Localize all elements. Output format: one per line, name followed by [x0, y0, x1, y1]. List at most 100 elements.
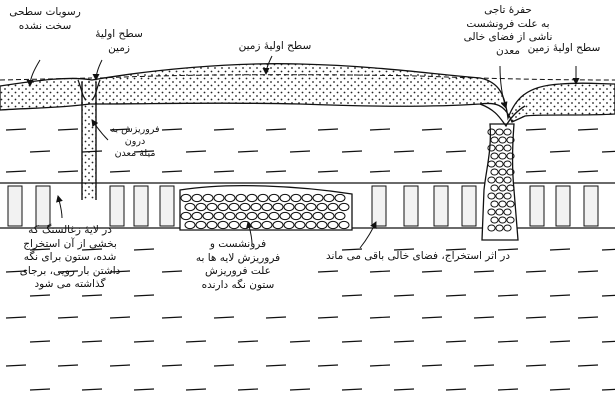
rubble-piece [506, 136, 515, 144]
rubble-piece [257, 211, 269, 221]
rock-dash [265, 128, 287, 131]
rock-dash [213, 170, 235, 173]
rock-dash [601, 294, 615, 297]
coal-pillar [433, 185, 449, 227]
rock-dash [289, 388, 311, 391]
rubble-piece [250, 202, 262, 212]
rock-dash [5, 316, 27, 319]
rock-dash [133, 150, 155, 153]
rock-dash [601, 388, 615, 391]
rubble-piece [490, 200, 499, 208]
rock-dash [161, 316, 183, 319]
rubble-piece [323, 211, 335, 221]
rock-dash [109, 364, 131, 367]
rock-dash [421, 270, 443, 273]
rubble-piece [195, 202, 207, 212]
rock-dash [393, 388, 415, 391]
shaft-icon [77, 79, 101, 200]
rock-dash [265, 364, 287, 367]
rubble-piece [490, 216, 499, 224]
coal-pillar [109, 185, 125, 227]
rock-dash [421, 128, 443, 131]
label-shaft-collapse: فروریزش به درون میلهٔ معدن [110, 124, 160, 159]
coal-pillar [403, 185, 419, 227]
rock-dash [237, 340, 259, 343]
rubble-piece [498, 200, 507, 208]
rock-dash [81, 294, 103, 297]
rubble-piece [257, 193, 269, 203]
label-coal-seam-pillars: در لایهٔ زغالسنگ که بخشی از آن استخراج ش… [19, 224, 121, 290]
rock-dash [577, 364, 599, 367]
rubble-piece [268, 193, 280, 203]
rock-dash [369, 270, 391, 273]
rubble-piece [487, 144, 496, 152]
rock-dash [601, 248, 615, 251]
rock-dash [317, 270, 339, 273]
rock-dash [421, 316, 443, 319]
rubble-piece [506, 184, 515, 192]
rubble-piece [495, 224, 504, 232]
original-ground-surface-line [0, 74, 615, 81]
rock-dash [5, 270, 27, 273]
rock-dash [549, 340, 571, 343]
rubble-piece [495, 192, 504, 200]
rock-dash [369, 316, 391, 319]
collapse-rubble-icon [179, 185, 353, 231]
rock-dash [29, 248, 51, 251]
rubble-piece [180, 193, 192, 203]
rubble-piece [487, 160, 496, 168]
rock-dash [341, 340, 363, 343]
rock-dash [161, 170, 183, 173]
rock-dash [497, 248, 519, 251]
rock-dash [57, 316, 79, 319]
rock-dash [317, 170, 339, 173]
rubble-piece [213, 211, 225, 221]
rubble-piece [239, 202, 251, 212]
rubble-piece [495, 208, 504, 216]
rock-dash [237, 388, 259, 391]
rock-dash [57, 170, 79, 173]
rubble-piece [327, 202, 339, 212]
label-subsidence-collapse: فرونشست و فروریزش لایه ها به علت فروریزش… [195, 238, 281, 291]
rock-dash [81, 248, 103, 251]
rubble-piece [305, 202, 317, 212]
rock-dash [161, 270, 183, 273]
rock-dash [445, 388, 467, 391]
rubble-piece [180, 211, 192, 221]
rubble-piece [283, 202, 295, 212]
rock-dash [549, 150, 571, 153]
rock-dash [497, 340, 519, 343]
rubble-piece [338, 220, 350, 230]
rock-dash [369, 364, 391, 367]
rock-dash [497, 388, 519, 391]
rock-dash [29, 294, 51, 297]
rock-dash [57, 128, 79, 131]
coal-pillar [583, 185, 599, 227]
rock-dash [133, 340, 155, 343]
rock-dash [109, 316, 131, 319]
rock-dash [473, 364, 495, 367]
rubble-piece [495, 128, 504, 136]
rock-dash [29, 150, 51, 153]
coal-pillar [7, 185, 23, 227]
rock-dash [109, 170, 131, 173]
rubble-piece [191, 193, 203, 203]
rock-dash [185, 150, 207, 153]
rubble-piece [316, 220, 328, 230]
rubble-piece [206, 220, 218, 230]
rock-dash [341, 294, 363, 297]
rock-dash [265, 316, 287, 319]
rock-dash [289, 150, 311, 153]
rubble-piece [487, 224, 496, 232]
rubble-piece [217, 202, 229, 212]
rock-dash [161, 128, 183, 131]
rock-dash [109, 270, 131, 273]
rock-dash [577, 270, 599, 273]
rubble-piece [487, 192, 496, 200]
surface-deposits-layer [0, 63, 615, 123]
rubble-piece [495, 144, 504, 152]
rock-dash [549, 388, 571, 391]
rock-dash [133, 248, 155, 251]
rubble-piece [294, 220, 306, 230]
coal-pillar [461, 185, 477, 227]
